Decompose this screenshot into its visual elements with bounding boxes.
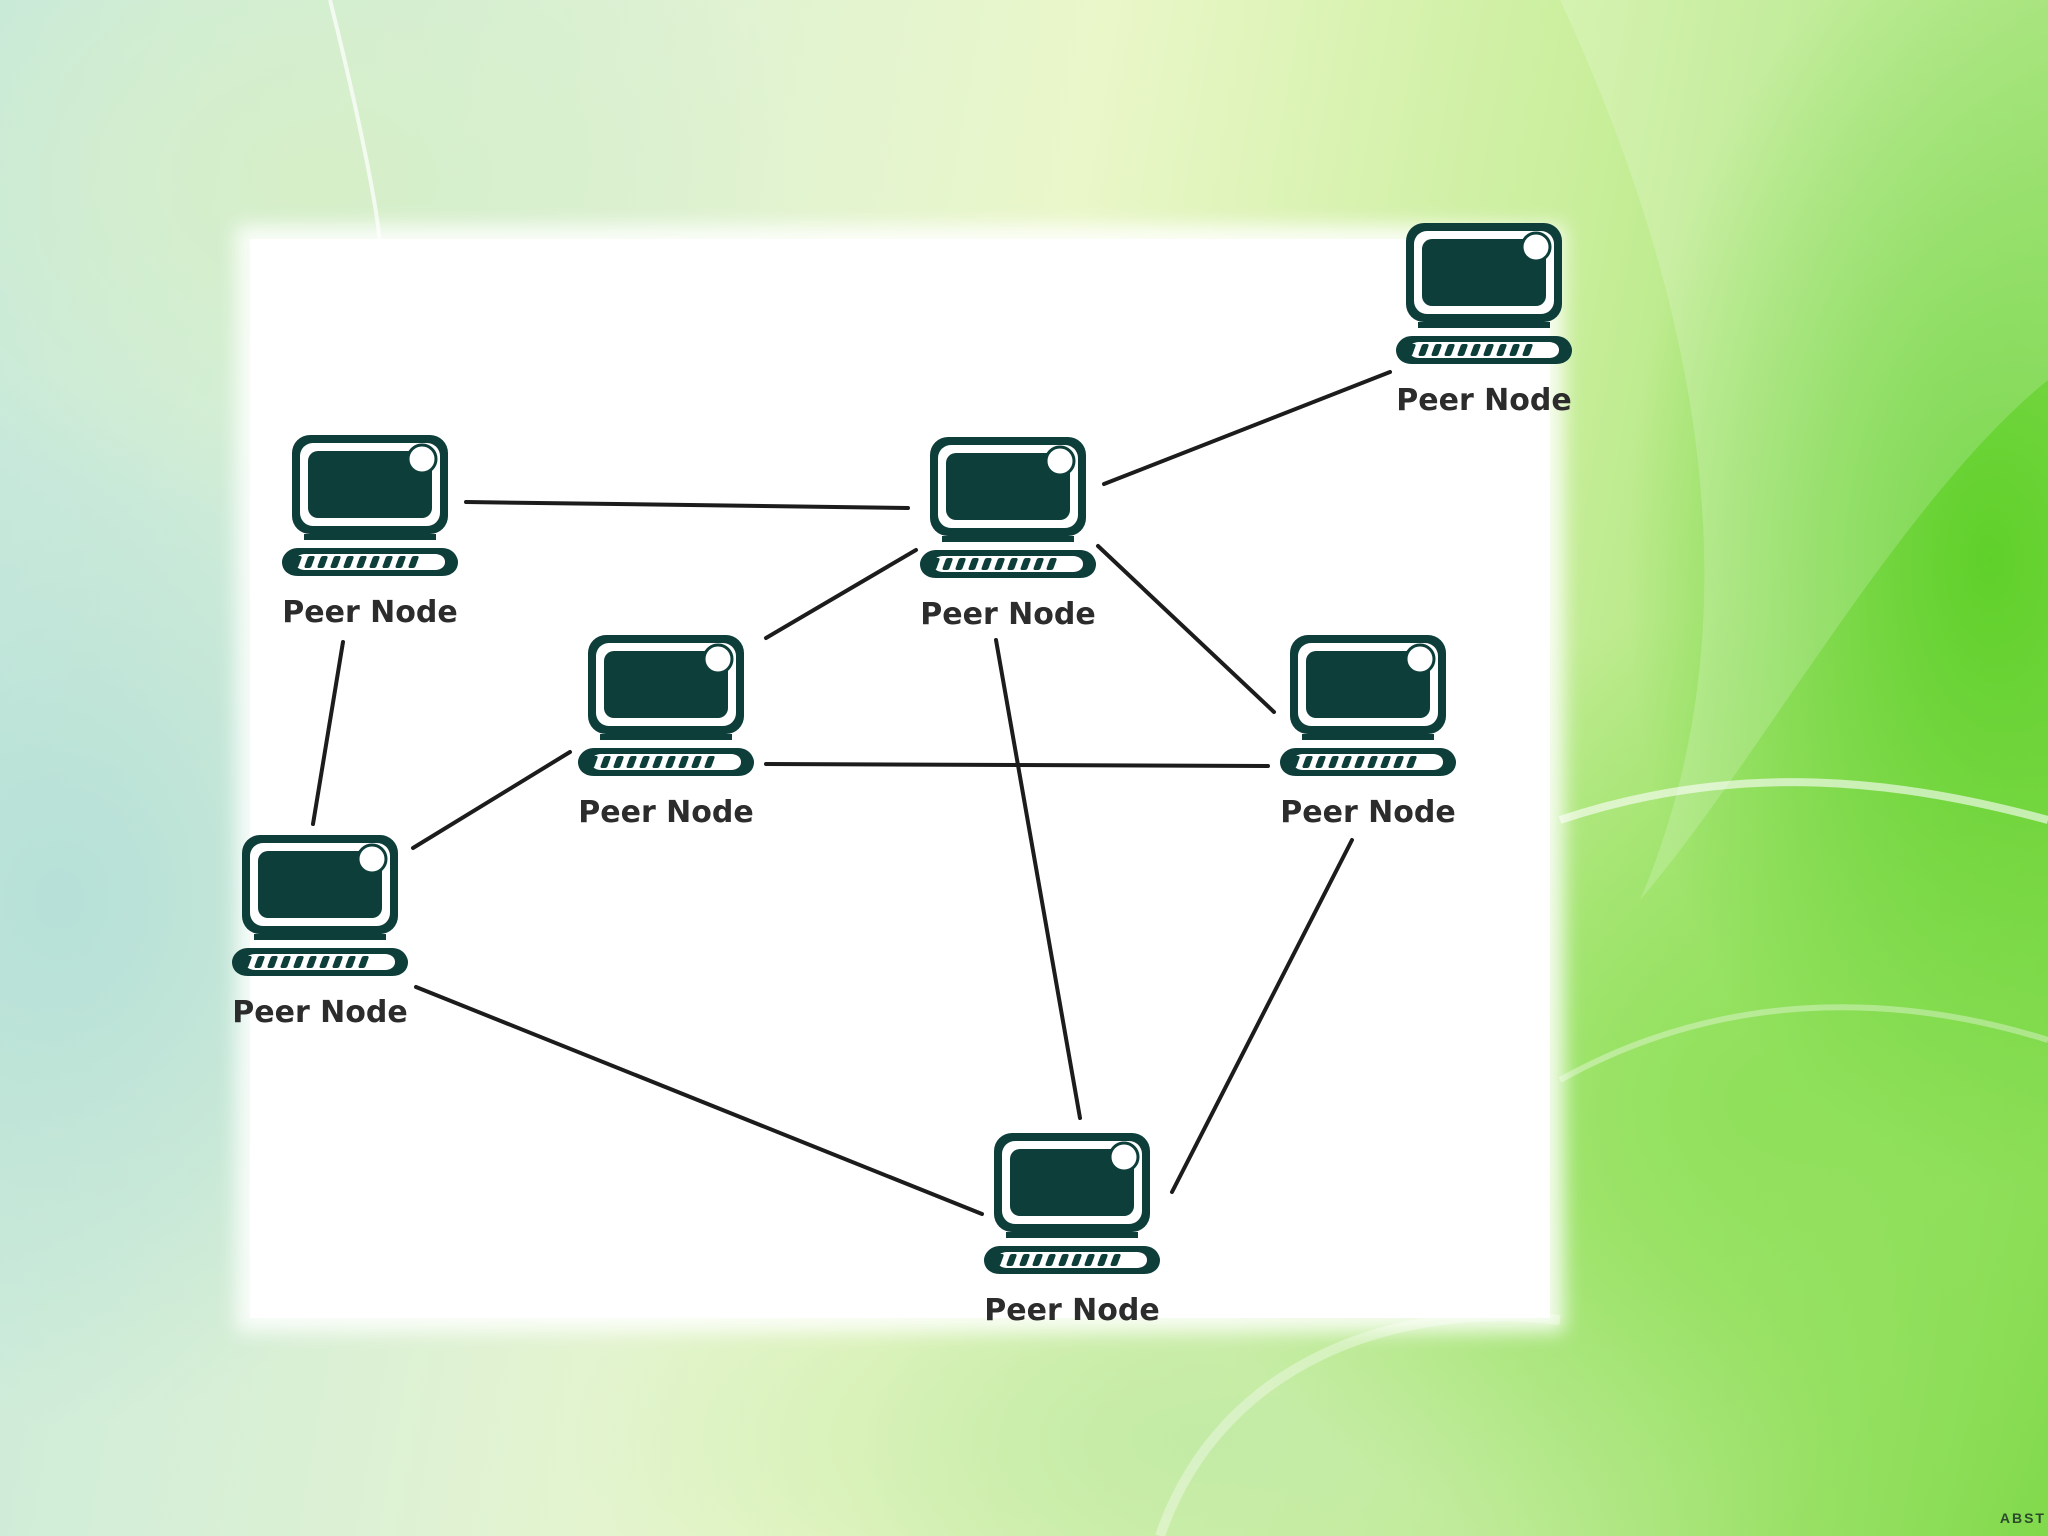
peer-node-1: Peer Node <box>280 433 460 630</box>
peer-node-4: Peer Node <box>1278 633 1458 830</box>
edge-n5-n6 <box>414 985 984 1216</box>
edge-n2-n7 <box>1102 370 1392 486</box>
peer-node-label: Peer Node <box>920 597 1095 632</box>
peer-node-label: Peer Node <box>578 795 753 830</box>
peer-node-6: Peer Node <box>982 1131 1162 1328</box>
peer-node-label: Peer Node <box>232 995 407 1030</box>
edge-n4-n6 <box>1170 838 1354 1194</box>
peer-node-label: Peer Node <box>282 595 457 630</box>
peer-node-label: Peer Node <box>1396 383 1571 418</box>
desktop-computer-icon <box>280 433 460 578</box>
desktop-computer-icon <box>1394 221 1574 366</box>
edge-n3-n4 <box>764 762 1270 768</box>
peer-node-7: Peer Node <box>1394 221 1574 418</box>
edge-n3-n5 <box>411 750 572 850</box>
peer-node-3: Peer Node <box>576 633 756 830</box>
desktop-computer-icon <box>576 633 756 778</box>
peer-node-label: Peer Node <box>984 1293 1159 1328</box>
peer-node-label: Peer Node <box>1280 795 1455 830</box>
edge-n2-n4 <box>1096 544 1276 714</box>
desktop-computer-icon <box>918 435 1098 580</box>
peer-node-5: Peer Node <box>230 833 410 1030</box>
desktop-computer-icon <box>230 833 410 978</box>
edges-layer <box>311 370 1392 1216</box>
peer-node-2: Peer Node <box>918 435 1098 632</box>
brand-mark: ABST <box>1999 1510 2046 1526</box>
desktop-computer-icon <box>1278 633 1458 778</box>
edge-n1-n2 <box>464 500 910 510</box>
desktop-computer-icon <box>982 1131 1162 1276</box>
edge-n1-n5 <box>311 640 345 826</box>
edge-n2-n6 <box>994 638 1082 1120</box>
edge-n2-n3 <box>764 548 918 640</box>
diagram-panel <box>250 239 1550 1318</box>
